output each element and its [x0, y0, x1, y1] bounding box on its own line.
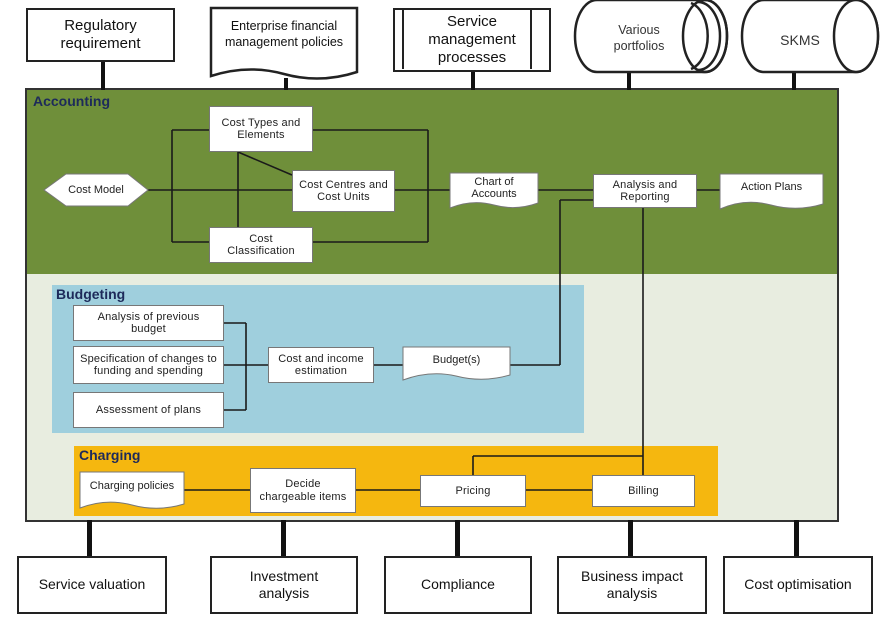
connector-stub [101, 62, 105, 90]
service-valuation-box: Service valuation [17, 556, 167, 614]
enterprise-policies-box: Enterprise financial management policies [216, 10, 352, 60]
chart-of-accounts-label: Chart of Accounts [471, 175, 517, 200]
charging-title: Charging [79, 447, 141, 463]
investment-analysis-box: Investment analysis [210, 556, 358, 614]
enterprise-label: Enterprise financial management policies [224, 19, 344, 49]
service-valuation-label: Service valuation [38, 576, 146, 593]
compliance-box: Compliance [384, 556, 532, 614]
cost-income-label: Cost and income estimation [278, 352, 364, 377]
charging-policies-label: Charging policies [89, 479, 175, 492]
budgets-label-wrap: Budget(s) [405, 349, 508, 371]
compliance-label: Compliance [421, 576, 495, 593]
cost-classification-label: Cost Classification [227, 232, 295, 257]
process-bar-left [402, 10, 404, 69]
charging-policies-label-wrap: Charging policies [84, 473, 180, 499]
connector-stub [281, 520, 286, 556]
skms-label-wrap: SKMS [760, 20, 840, 60]
cost-optimisation-box: Cost optimisation [723, 556, 873, 614]
connector-stub [471, 72, 475, 90]
action-plans-label: Action Plans [740, 181, 803, 193]
action-plans-label-wrap: Action Plans [722, 176, 821, 198]
skms-label: SKMS [780, 32, 820, 48]
connector-stub [792, 72, 796, 90]
analysis-reporting-box: Analysis and Reporting [593, 174, 697, 208]
assessment-plans-box: Assessment of plans [73, 392, 224, 428]
process-bar-right [530, 10, 532, 69]
cost-model-label: Cost Model [68, 183, 124, 196]
analysis-reporting-label: Analysis and Reporting [612, 178, 678, 203]
cost-classification-box: Cost Classification [209, 227, 313, 263]
cost-centres-label: Cost Centres and Cost Units [299, 178, 388, 203]
budgeting-title: Budgeting [56, 286, 126, 302]
analysis-previous-budget-label: Analysis of previous budget [97, 310, 200, 335]
regulatory-requirement-box: Regulatory requirement [26, 8, 175, 62]
connector-stub [455, 520, 460, 556]
decide-chargeable-label: Decide chargeable items [259, 478, 347, 503]
business-impact-box: Business impact analysis [557, 556, 707, 614]
connector-stub [794, 520, 799, 556]
chart-of-accounts-label-wrap: Chart of Accounts [452, 174, 536, 202]
assessment-plans-label: Assessment of plans [95, 403, 202, 416]
billing-box: Billing [592, 475, 695, 507]
pricing-box: Pricing [420, 475, 526, 507]
service-mgmt-label-wrap: Service management processes [410, 8, 534, 72]
portfolios-label: Various portfolios [613, 22, 665, 53]
connector-stub [284, 78, 288, 90]
billing-label: Billing [628, 484, 659, 497]
connector-stub [628, 520, 633, 556]
regulatory-label: Regulatory requirement [60, 17, 141, 52]
service-mgmt-label: Service management processes [428, 13, 516, 66]
connector-stub [627, 72, 631, 90]
analysis-previous-budget-box: Analysis of previous budget [73, 305, 224, 341]
cost-types-label: Cost Types and Elements [221, 116, 301, 141]
cost-centres-box: Cost Centres and Cost Units [292, 170, 395, 212]
specification-changes-box: Specification of changes to funding and … [73, 346, 224, 384]
business-impact-label: Business impact analysis [581, 567, 683, 602]
investment-analysis-label: Investment analysis [249, 567, 319, 602]
service-mgmt-box [393, 8, 551, 72]
specification-changes-label: Specification of changes to funding and … [80, 352, 217, 377]
cost-income-box: Cost and income estimation [268, 347, 374, 383]
budgets-label: Budget(s) [432, 354, 481, 366]
accounting-section [27, 90, 837, 274]
portfolios-label-wrap: Various portfolios [609, 10, 669, 66]
cost-model-label-wrap: Cost Model [62, 175, 130, 205]
accounting-title: Accounting [33, 93, 110, 109]
decide-chargeable-box: Decide chargeable items [250, 468, 356, 513]
cost-optimisation-label: Cost optimisation [744, 576, 852, 593]
cost-types-box: Cost Types and Elements [209, 106, 313, 152]
pricing-label: Pricing [455, 484, 491, 497]
connector-stub [87, 520, 92, 556]
